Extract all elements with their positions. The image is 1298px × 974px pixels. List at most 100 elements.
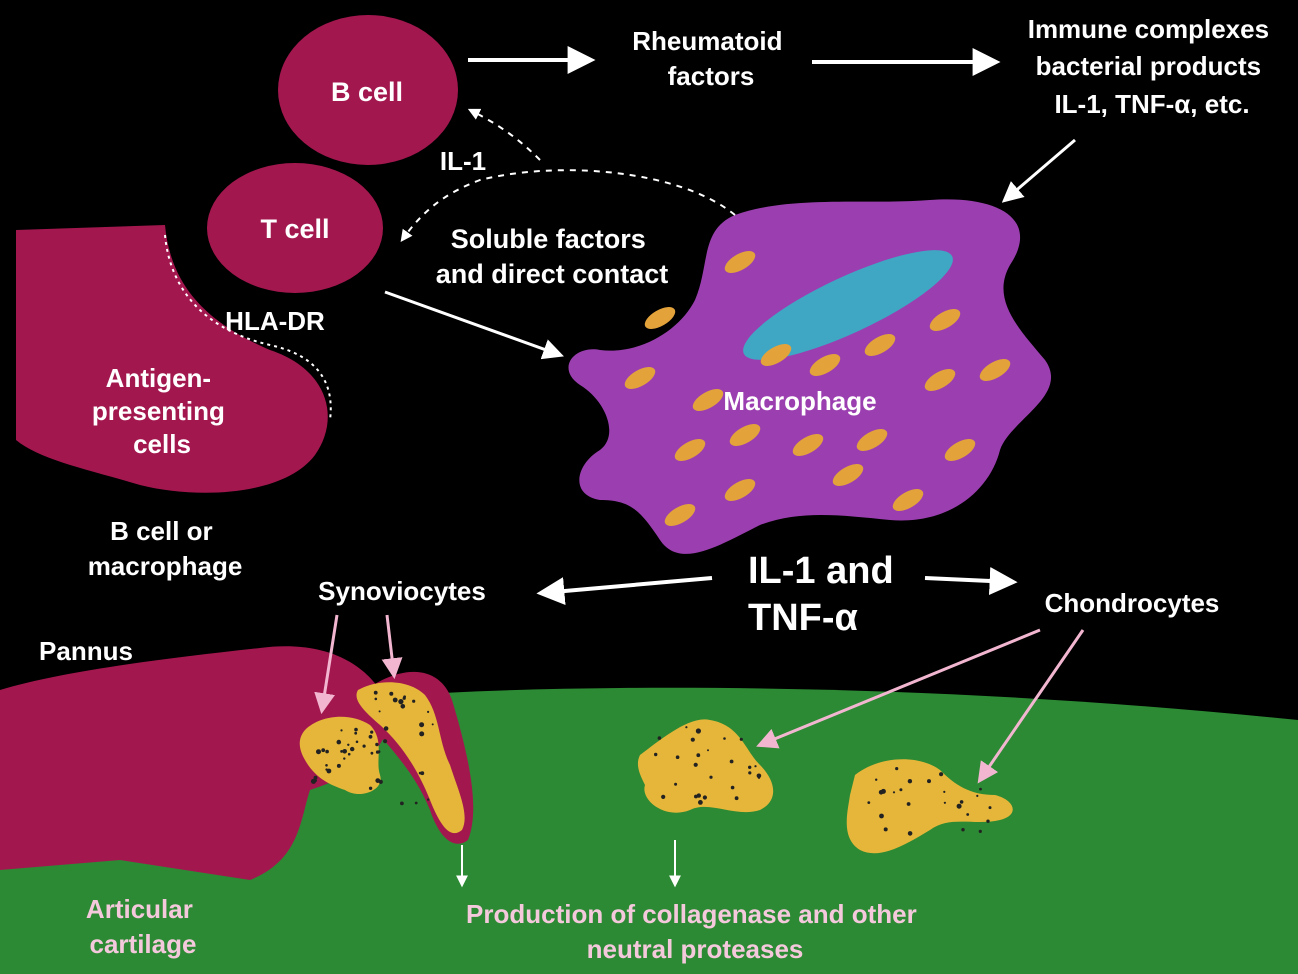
sf-line-1: Soluble factors <box>451 224 646 254</box>
cell-speckle <box>696 753 700 757</box>
ac-line-2: cartilage <box>90 929 197 959</box>
cell-speckle <box>415 802 418 805</box>
cell-speckle <box>908 779 912 783</box>
cell-speckle <box>375 698 378 701</box>
cell-speckle <box>735 796 739 800</box>
arrow-il1tnf-to-chondrocytes <box>925 578 1012 582</box>
cell-speckle <box>961 828 964 831</box>
rheumatoid-factors-label: Rheumatoid factors <box>632 26 789 91</box>
cell-speckle <box>340 729 342 731</box>
b-cell-or-macrophage-label: B cell or macrophage <box>88 516 243 581</box>
cell-speckle <box>325 764 328 767</box>
cell-speckle <box>881 789 886 794</box>
arrow-immune-to-macrophage <box>1005 140 1075 200</box>
cell-speckle <box>403 697 406 700</box>
cell-speckle <box>316 749 321 754</box>
cell-speckle <box>979 788 982 791</box>
chondrocytes-label: Chondrocytes <box>1045 588 1220 618</box>
cell-speckle <box>419 722 424 727</box>
ac-line-1: Articular <box>86 894 193 924</box>
cell-speckle <box>939 772 943 776</box>
cell-speckle <box>989 806 992 809</box>
cell-speckle <box>363 745 366 748</box>
cell-speckle <box>427 798 429 800</box>
cell-speckle <box>944 802 946 804</box>
cell-speckle <box>393 698 398 703</box>
cell-speckle <box>884 827 888 831</box>
apc-label-line-1: Antigen- <box>106 363 211 393</box>
cell-speckle <box>419 772 422 775</box>
cell-speckle <box>754 765 756 767</box>
cell-speckle <box>895 767 898 770</box>
cell-speckle <box>375 743 378 746</box>
cell-speckle <box>398 699 403 704</box>
cell-speckle <box>875 779 877 781</box>
cell-speckle <box>731 786 735 790</box>
sf-line-2: and direct contact <box>436 259 669 289</box>
cell-speckle <box>427 711 429 713</box>
bcm-line-1: B cell or <box>110 516 213 546</box>
cell-speckle <box>384 726 389 731</box>
cell-speckle <box>748 766 751 769</box>
cell-speckle <box>369 787 372 790</box>
cell-speckle <box>389 692 393 696</box>
arrow-synoviocytes-to-syn2 <box>387 615 394 675</box>
cell-speckle <box>979 830 982 833</box>
cell-speckle <box>703 795 707 799</box>
cell-speckle <box>412 700 415 703</box>
rf-line-1: Rheumatoid <box>632 26 782 56</box>
cell-speckle <box>374 691 378 695</box>
ic-line-2: bacterial products <box>1036 51 1261 81</box>
cell-speckle <box>314 779 317 782</box>
apc-label-line-3: cells <box>133 429 191 459</box>
cell-speckle <box>654 753 657 756</box>
cell-speckle <box>758 777 760 779</box>
ic-line-3: IL-1, TNF-α, etc. <box>1054 89 1249 119</box>
cell-speckle <box>419 731 424 736</box>
cell-speckle <box>432 723 434 725</box>
cell-speckle <box>685 726 687 728</box>
cell-speckle <box>957 804 962 809</box>
cell-speckle <box>369 735 373 739</box>
cell-speckle <box>694 795 698 799</box>
cell-speckle <box>698 800 703 805</box>
cell-speckle <box>401 704 406 709</box>
cell-speckle <box>748 771 751 774</box>
cell-speckle <box>370 731 373 734</box>
cell-speckle <box>658 736 662 740</box>
cell-speckle <box>356 741 359 744</box>
prod-line-2: neutral proteases <box>587 934 804 964</box>
cell-speckle <box>376 750 379 753</box>
il1-label: IL-1 <box>440 146 486 176</box>
arrow-tcell-to-macrophage <box>385 292 560 355</box>
cell-speckle <box>340 750 343 753</box>
hla-dr-label: HLA-DR <box>225 306 325 336</box>
cell-speckle <box>325 750 329 754</box>
immune-complexes-label: Immune complexes bacterial products IL-1… <box>1028 14 1277 119</box>
cell-speckle <box>354 732 357 735</box>
cell-speckle <box>867 801 870 804</box>
cell-speckle <box>730 760 734 764</box>
cell-speckle <box>709 776 712 779</box>
rf-line-2: factors <box>668 61 755 91</box>
cell-speckle <box>976 795 978 797</box>
il1tnf-line-2: TNF-α <box>748 597 858 639</box>
cell-speckle <box>899 788 902 791</box>
cell-speckle <box>691 738 695 742</box>
synoviocytes-label: Synoviocytes <box>318 576 486 606</box>
cell-speckle <box>337 740 342 745</box>
b-cell-label: B cell <box>331 77 403 107</box>
cell-speckle <box>379 710 381 712</box>
cell-speckle <box>943 791 945 793</box>
cell-speckle <box>723 737 726 740</box>
cell-speckle <box>694 763 698 767</box>
cell-speckle <box>907 802 911 806</box>
bcm-line-2: macrophage <box>88 551 243 581</box>
pannus-label: Pannus <box>39 636 133 666</box>
cell-speckle <box>348 753 351 756</box>
cell-speckle <box>347 744 349 746</box>
soluble-factors-label: Soluble factors and direct contact <box>436 224 669 289</box>
prod-line-1: Production of collagenase and other <box>466 899 917 929</box>
